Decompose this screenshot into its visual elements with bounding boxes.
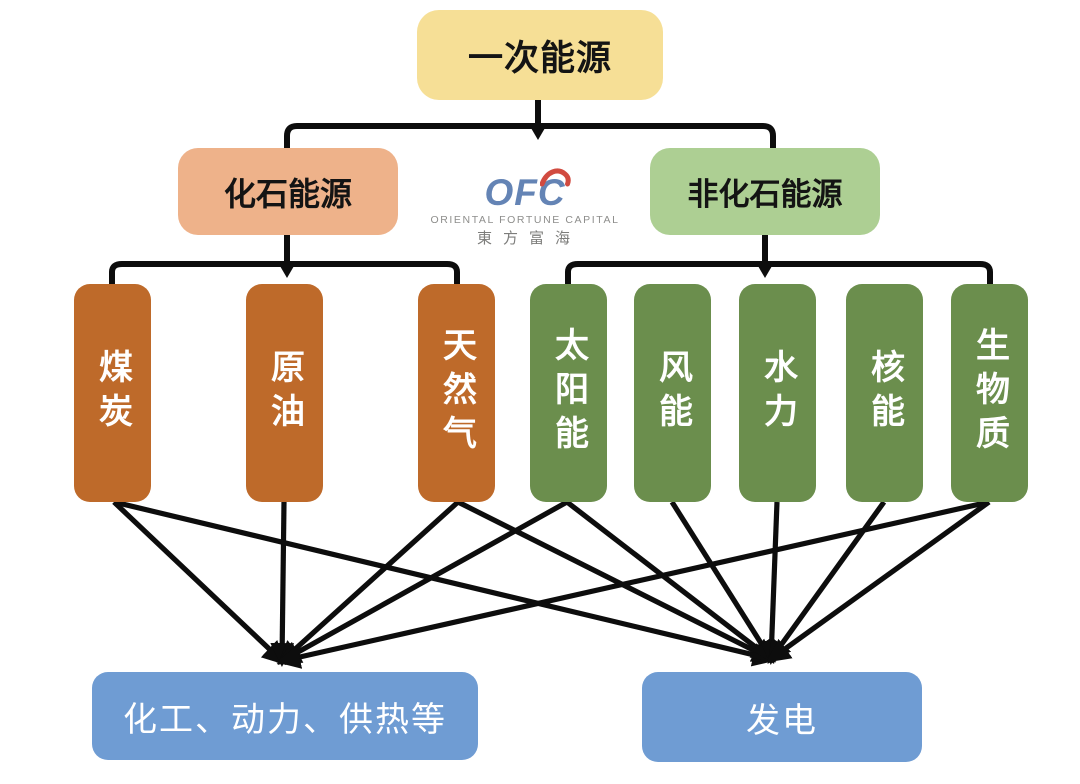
source-biomass-label: 生物质 xyxy=(970,327,1009,459)
junction-point-nonfossil xyxy=(758,266,772,278)
node-fossil-energy: 化石能源 xyxy=(178,148,398,235)
source-box-hydro: 水力 xyxy=(739,284,816,502)
source-coal-label: 煤炭 xyxy=(93,349,132,437)
flow-arrow-hydro-to-power xyxy=(759,501,784,665)
flow-arrow-solar-to-power xyxy=(565,499,776,663)
ofc-wordmark: OFC xyxy=(484,168,571,213)
source-box-solar: 太阳能 xyxy=(530,284,607,502)
use-power-label: 发电 xyxy=(746,701,818,740)
flow-arrow-gas-to-industry xyxy=(277,500,460,666)
connector-nonfossil-bar xyxy=(565,261,993,289)
source-hydro-label: 水力 xyxy=(758,349,797,437)
node-nonfossil-energy-label: 非化石能源 xyxy=(687,177,843,212)
ofc-wordmark-c: C xyxy=(538,168,571,211)
use-box-power-generation: 发电 xyxy=(642,672,922,762)
source-box-gas: 天然气 xyxy=(418,284,495,502)
flow-arrow-biomass-to-power xyxy=(766,499,991,663)
flow-arrow-oil-to-industry xyxy=(270,501,295,667)
flow-arrow-biomass-to-industry xyxy=(276,499,990,669)
source-box-nuclear: 核能 xyxy=(846,284,923,502)
flow-arrow-coal-to-power xyxy=(113,499,777,667)
flow-arrow-solar-to-industry xyxy=(276,499,569,664)
source-wind-label: 风能 xyxy=(653,349,692,437)
source-oil-label: 原油 xyxy=(265,349,304,437)
source-box-coal: 煤炭 xyxy=(74,284,151,502)
ofc-logo-english-name: ORIENTAL FORTUNE CAPITAL xyxy=(430,214,620,226)
flow-arrow-coal-to-industry xyxy=(112,500,287,666)
node-primary-energy-label: 一次能源 xyxy=(467,38,612,78)
source-box-biomass: 生物质 xyxy=(951,284,1028,502)
use-industry-label: 化工、动力、供热等 xyxy=(123,700,447,739)
ofc-red-swoosh-icon xyxy=(539,168,571,187)
node-nonfossil-energy: 非化石能源 xyxy=(650,148,880,235)
source-gas-label: 天然气 xyxy=(437,327,476,459)
connector-root-bar xyxy=(284,123,776,153)
junction-point-root xyxy=(531,128,545,140)
source-nuclear-label: 核能 xyxy=(865,349,904,437)
source-box-oil: 原油 xyxy=(246,284,323,502)
use-box-industry-heating: 化工、动力、供热等 xyxy=(92,672,478,760)
connector-fossil-bar xyxy=(109,261,460,289)
ofc-logo-chinese-name: 東方富海 xyxy=(476,228,581,247)
source-box-wind: 风能 xyxy=(634,284,711,502)
source-solar-label: 太阳能 xyxy=(549,327,588,459)
ofc-wordmark-of: OF xyxy=(484,172,538,213)
node-primary-energy: 一次能源 xyxy=(417,10,663,100)
flow-arrow-nuclear-to-power xyxy=(767,500,887,664)
ofc-logo: OFC ORIENTAL FORTUNE CAPITAL 東方富海 xyxy=(425,168,625,247)
flow-arrow-wind-to-power xyxy=(669,500,775,665)
junction-point-fossil xyxy=(280,266,294,278)
node-fossil-energy-label: 化石能源 xyxy=(223,175,352,212)
flow-arrow-gas-to-power xyxy=(456,499,777,662)
